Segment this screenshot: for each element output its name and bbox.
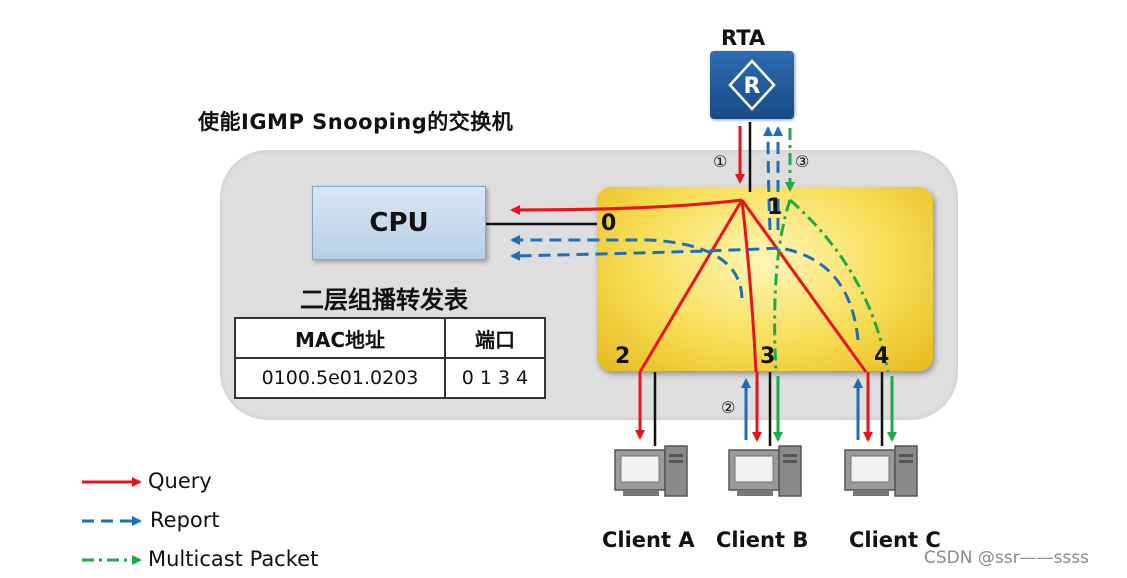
table-header-row: MAC地址 端口 bbox=[234, 317, 546, 359]
table-row: 0100.5e01.0203 0 1 3 4 bbox=[234, 357, 546, 399]
table-cell-mac: 0100.5e01.0203 bbox=[234, 357, 446, 399]
port-label-1: 1 bbox=[767, 195, 783, 220]
report-flow bbox=[510, 126, 860, 341]
watermark-text: CSDN @ssr——ssss bbox=[924, 548, 1090, 568]
step-marker-1: ① bbox=[713, 152, 728, 171]
step-marker-3: ③ bbox=[795, 152, 810, 171]
client-label-b: Client B bbox=[716, 528, 809, 552]
legend-label-query: Query bbox=[148, 469, 212, 493]
legend-label-multicast: Multicast Packet bbox=[148, 547, 319, 571]
computer-icon bbox=[614, 445, 688, 497]
port-label-3: 3 bbox=[760, 344, 776, 369]
client-pc-icons bbox=[614, 445, 918, 497]
router-icon: R bbox=[710, 51, 794, 119]
port-label-4: 4 bbox=[874, 344, 890, 369]
diagram-title: 使能IGMP Snooping的交换机 bbox=[198, 110, 514, 134]
legend-lines bbox=[82, 477, 142, 565]
router-r-icon: R bbox=[728, 59, 776, 111]
table-cell-ports: 0 1 3 4 bbox=[444, 357, 546, 399]
port-label-2: 2 bbox=[615, 344, 631, 369]
multicast-downlinks bbox=[773, 376, 897, 442]
computer-icon bbox=[728, 445, 802, 497]
port-label-0: 0 bbox=[601, 211, 617, 236]
switch-chip bbox=[597, 187, 933, 371]
svg-text:R: R bbox=[744, 74, 761, 99]
step-marker-2: ② bbox=[721, 398, 736, 417]
report-uplinks bbox=[741, 378, 863, 440]
cpu-label: CPU bbox=[369, 208, 429, 238]
multicast-flow bbox=[773, 128, 890, 373]
router-label: RTA bbox=[721, 26, 766, 50]
query-flow bbox=[510, 126, 873, 442]
legend-label-report: Report bbox=[150, 508, 220, 532]
client-label-a: Client A bbox=[602, 528, 695, 552]
forwarding-table: MAC地址 端口 0100.5e01.0203 0 1 3 4 bbox=[234, 317, 546, 399]
client-label-c: Client C bbox=[849, 528, 941, 552]
computer-icon bbox=[844, 445, 918, 497]
table-header-mac: MAC地址 bbox=[234, 317, 446, 359]
cpu-box: CPU bbox=[312, 186, 486, 260]
cables bbox=[486, 122, 884, 446]
forwarding-table-title: 二层组播转发表 bbox=[300, 286, 468, 314]
table-header-port: 端口 bbox=[444, 317, 546, 359]
